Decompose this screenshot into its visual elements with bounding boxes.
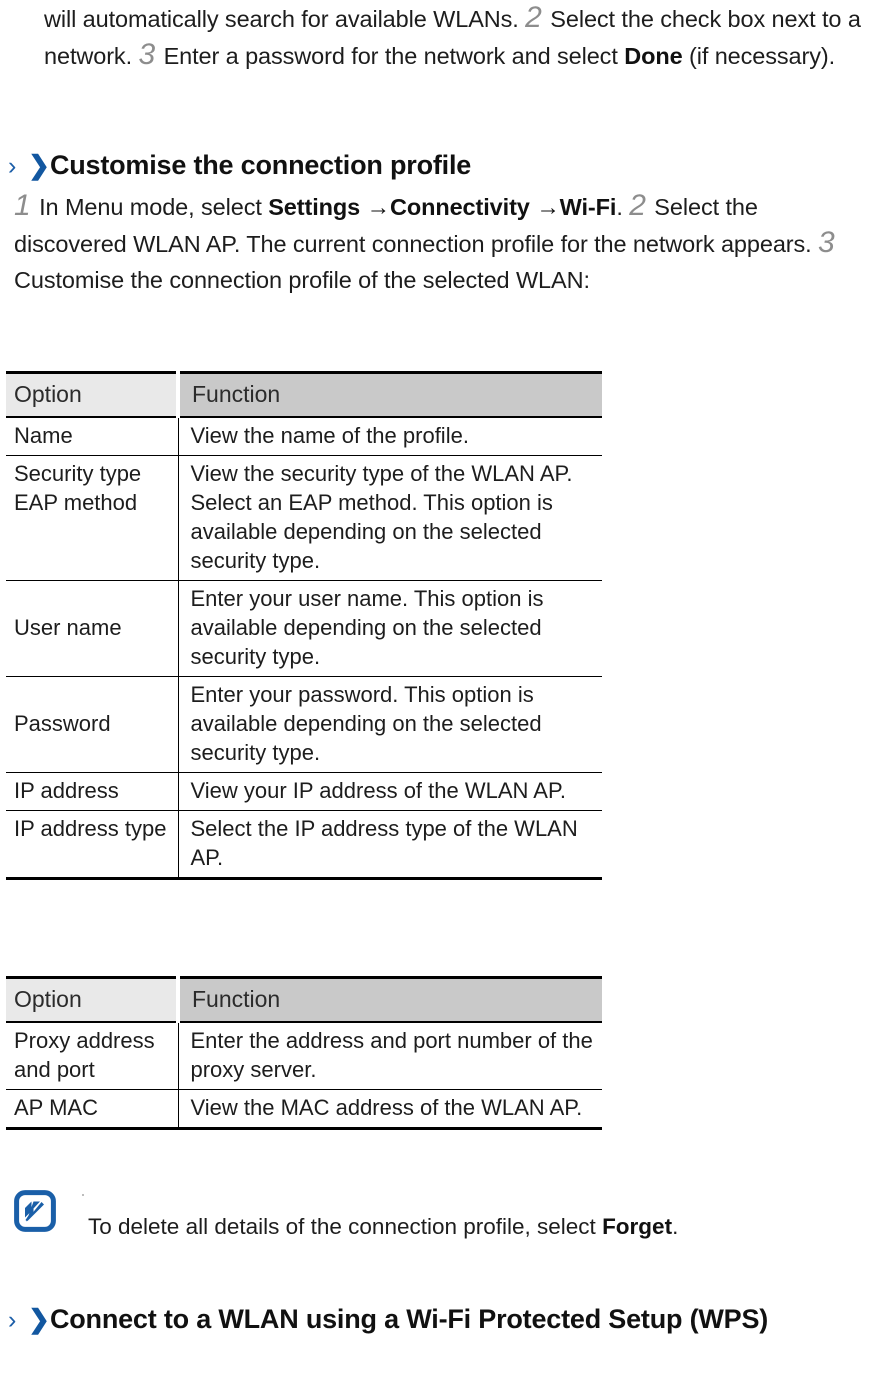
table-row: AP MAC View the MAC address of the WLAN … bbox=[6, 1089, 602, 1130]
table-header-function: Function bbox=[176, 976, 602, 1023]
cell-function: Enter your password. This option is avai… bbox=[178, 676, 602, 773]
cell-option: Password bbox=[6, 676, 179, 773]
step-number-3: 3 bbox=[138, 38, 156, 71]
cell-option: AP MAC bbox=[6, 1089, 179, 1130]
cell-option: Proxy address and port bbox=[6, 1022, 179, 1090]
note-pen-icon bbox=[14, 1190, 56, 1232]
table-row: IP address type Select the IP address ty… bbox=[6, 810, 602, 880]
bold-forget-label: Forget bbox=[602, 1214, 673, 1239]
steps-text-part2: . bbox=[616, 194, 630, 220]
cell-function: Select the IP address type of the WLAN A… bbox=[178, 810, 602, 880]
section-heading-connect-wps: › ❯Connect to a WLAN using a Wi-Fi Protec… bbox=[8, 1300, 876, 1339]
step-number-2: 2 bbox=[629, 189, 646, 222]
table-header-function: Function bbox=[176, 371, 602, 418]
cell-option: User name bbox=[6, 580, 179, 677]
steps-text-part1: In Menu mode, select bbox=[32, 194, 269, 220]
chevron-right-bold-icon: ❯ bbox=[28, 1304, 50, 1334]
table-header-row: Option Function bbox=[6, 976, 602, 1023]
note-block: To delete all details of the connection … bbox=[10, 1186, 870, 1256]
intro-text-part3: Enter a password for the network and sel… bbox=[157, 43, 625, 69]
intro-text-part1: will automatically search for available … bbox=[44, 6, 526, 32]
section-heading-customise-profile: › ❯Customise the connection profile bbox=[8, 146, 868, 185]
chevron-right-thin-icon: › bbox=[8, 1306, 17, 1334]
note-text-part2: . bbox=[672, 1214, 679, 1239]
table-header-row: Option Function bbox=[6, 371, 602, 418]
note-text-part1: To delete all details of the connection … bbox=[88, 1214, 603, 1239]
cell-function: View the security type of the WLAN AP. S… bbox=[178, 455, 602, 581]
steps-text-part4: Customise the connection profile of the … bbox=[14, 267, 590, 293]
cell-function: View the name of the profile. bbox=[178, 417, 602, 456]
intro-text-part2: Select the check box next to a network. bbox=[44, 6, 861, 69]
table-row: Password Enter your password. This optio… bbox=[6, 676, 602, 773]
table-row: User name Enter your user name. This opt… bbox=[6, 580, 602, 677]
cell-function: Enter your user name. This option is ava… bbox=[178, 580, 602, 677]
table-header-option: Option bbox=[6, 976, 178, 1023]
steps-paragraph: 1 In Menu mode, select Settings →Connect… bbox=[14, 188, 876, 298]
cell-option: IP address bbox=[6, 772, 179, 811]
bold-settings-path: Settings →Connectivity →Wi-Fi bbox=[268, 194, 617, 220]
steps-text-part3: Select the discovered WLAN AP. The curre… bbox=[14, 194, 819, 257]
connection-profile-options-table-continued: Option Function Proxy address and port E… bbox=[6, 976, 602, 1130]
intro-text-part4: (if necessary). bbox=[682, 43, 836, 69]
intro-paragraph: will automatically search for available … bbox=[44, 0, 887, 74]
cell-function: Enter the address and port number of the… bbox=[178, 1022, 602, 1090]
table-row: Security type EAP method View the securi… bbox=[6, 455, 602, 581]
connection-profile-options-table: Option Function Name View the name of th… bbox=[6, 371, 602, 880]
table-row: IP address View your IP address of the W… bbox=[6, 772, 602, 811]
table-row: Name View the name of the profile. bbox=[6, 417, 602, 456]
step-number-2: 2 bbox=[525, 1, 542, 34]
cell-function: View the MAC address of the WLAN AP. bbox=[178, 1089, 602, 1130]
step-number-1: 1 bbox=[14, 189, 31, 222]
cell-option: Name bbox=[6, 417, 179, 456]
chevron-right-thin-icon: › bbox=[8, 152, 17, 180]
heading-label: Customise the connection profile bbox=[49, 150, 472, 180]
table-header-option: Option bbox=[6, 371, 178, 418]
note-text: To delete all details of the connection … bbox=[88, 1212, 678, 1242]
chevron-right-bold-icon: ❯ bbox=[28, 150, 50, 180]
cell-option: IP address type bbox=[6, 810, 179, 880]
bold-done-label: Done bbox=[624, 43, 683, 69]
table-row: Proxy address and port Enter the address… bbox=[6, 1022, 602, 1090]
heading-label: Connect to a WLAN using a Wi-Fi Protecte… bbox=[49, 1304, 769, 1334]
step-number-3: 3 bbox=[818, 226, 835, 259]
note-decorative-dot bbox=[82, 1194, 84, 1196]
cell-function: View your IP address of the WLAN AP. bbox=[178, 772, 602, 811]
cell-option: Security type EAP method bbox=[6, 455, 179, 581]
